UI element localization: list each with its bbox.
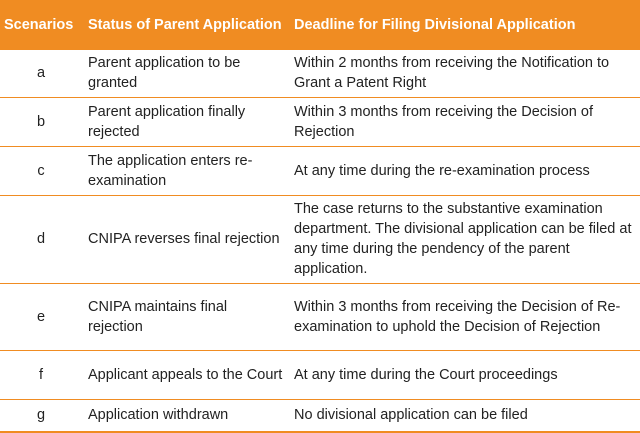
scenario-cell: f — [0, 350, 82, 400]
table-row: g Application withdrawn No divisional ap… — [0, 399, 640, 433]
table-row: d CNIPA reverses final rejection The cas… — [0, 195, 640, 284]
status-cell: CNIPA reverses final rejection — [82, 195, 288, 284]
table-header: Scenarios Status of Parent Application D… — [0, 0, 640, 50]
status-cell: Application withdrawn — [82, 399, 288, 433]
deadline-cell: Within 2 months from receiving the Notif… — [288, 50, 640, 98]
table-row: e CNIPA maintains final rejection Within… — [0, 283, 640, 351]
deadline-cell: The case returns to the substantive exam… — [288, 195, 640, 284]
scenario-cell: b — [0, 97, 82, 147]
table-row: c The application enters re-examination … — [0, 146, 640, 196]
header-scenarios: Scenarios — [0, 0, 82, 50]
scenario-cell: d — [0, 195, 82, 284]
scenario-cell: e — [0, 283, 82, 351]
deadline-cell: At any time during the re-examination pr… — [288, 146, 640, 196]
deadline-cell: Within 3 months from receiving the Decis… — [288, 283, 640, 351]
header-status: Status of Parent Application — [82, 0, 288, 50]
status-cell: Parent application to be granted — [82, 50, 288, 98]
status-cell: The application enters re-examination — [82, 146, 288, 196]
scenario-cell: a — [0, 50, 82, 98]
table-row: a Parent application to be granted Withi… — [0, 50, 640, 98]
deadline-cell: Within 3 months from receiving the Decis… — [288, 97, 640, 147]
table-row: b Parent application finally rejected Wi… — [0, 97, 640, 147]
status-cell: Applicant appeals to the Court — [82, 350, 288, 400]
status-cell: CNIPA maintains final rejection — [82, 283, 288, 351]
scenario-cell: g — [0, 399, 82, 433]
scenario-cell: c — [0, 146, 82, 196]
header-row: Scenarios Status of Parent Application D… — [0, 0, 640, 50]
table-row: f Applicant appeals to the Court At any … — [0, 350, 640, 400]
deadline-cell: At any time during the Court proceedings — [288, 350, 640, 400]
header-deadline: Deadline for Filing Divisional Applicati… — [288, 0, 640, 50]
status-cell: Parent application finally rejected — [82, 97, 288, 147]
table-body: a Parent application to be granted Withi… — [0, 50, 640, 433]
deadline-cell: No divisional application can be filed — [288, 399, 640, 433]
